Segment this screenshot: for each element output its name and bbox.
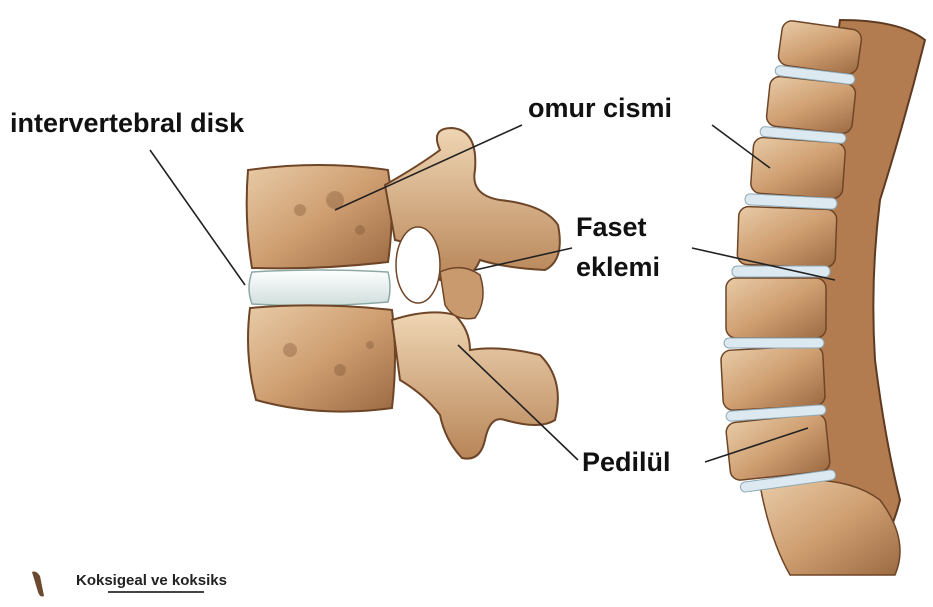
- leader-disk: [150, 150, 245, 285]
- intervertebral-foramen: [396, 227, 440, 303]
- column-vertebra-4: [737, 206, 837, 267]
- column-vertebra-5: [726, 278, 826, 338]
- column-vertebra-2: [766, 76, 857, 135]
- spinal-column: [720, 20, 925, 575]
- column-vertebra-3: [750, 137, 846, 199]
- label-faset: Faset: [576, 214, 647, 241]
- label-eklemi: eklemi: [576, 254, 660, 281]
- column-vertebra-7: [725, 413, 831, 481]
- lower-processes: [392, 312, 558, 458]
- vertebrae-detail: [247, 128, 560, 459]
- footnote-text: Koksigeal ve koksiks: [76, 572, 227, 589]
- footnote-underline: [108, 591, 204, 593]
- intervertebral-disk-shape: [249, 270, 390, 306]
- upper-vertebral-body: [247, 165, 392, 268]
- lower-vertebral-body: [248, 305, 395, 411]
- label-intervertebral-disk: intervertebral disk: [10, 110, 244, 137]
- tooth-icon: [32, 572, 44, 597]
- facet-joint-shape: [440, 268, 483, 319]
- column-vertebra-6: [720, 345, 825, 410]
- label-pedilul: Pedilül: [582, 449, 671, 476]
- column-disk-5: [724, 338, 824, 348]
- label-omur-cismi: omur cismi: [528, 95, 672, 122]
